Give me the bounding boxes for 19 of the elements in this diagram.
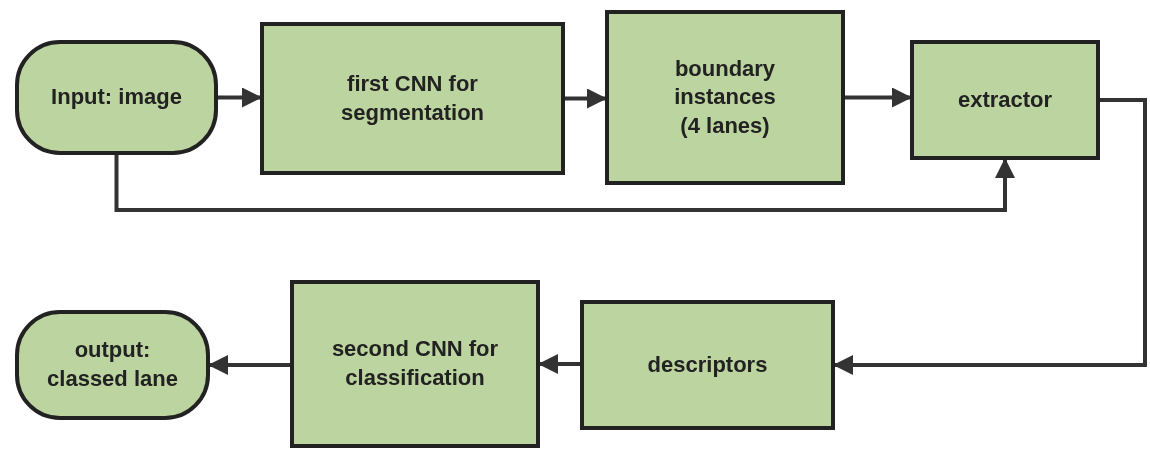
- process-box: [605, 10, 845, 185]
- node-label: boundary instances (4 lanes): [673, 54, 777, 140]
- arrow: [114, 155, 1015, 212]
- process-box: [290, 280, 540, 448]
- process-box: [580, 300, 835, 430]
- terminal-box: [15, 310, 210, 420]
- process-box: [260, 22, 565, 175]
- process-box: [910, 40, 1100, 160]
- node-label: descriptors: [646, 350, 769, 379]
- terminal-box: [15, 40, 218, 155]
- arrow: [208, 355, 290, 375]
- node-label: output: classed lane: [46, 336, 179, 393]
- node-label: second CNN for classification: [330, 335, 500, 392]
- arrow: [218, 87, 262, 108]
- node-label: extractor: [956, 85, 1054, 114]
- arrow: [565, 88, 607, 109]
- node-label: Input: image: [50, 83, 183, 112]
- arrow: [845, 87, 912, 108]
- node-label: first CNN for segmentation: [340, 69, 485, 127]
